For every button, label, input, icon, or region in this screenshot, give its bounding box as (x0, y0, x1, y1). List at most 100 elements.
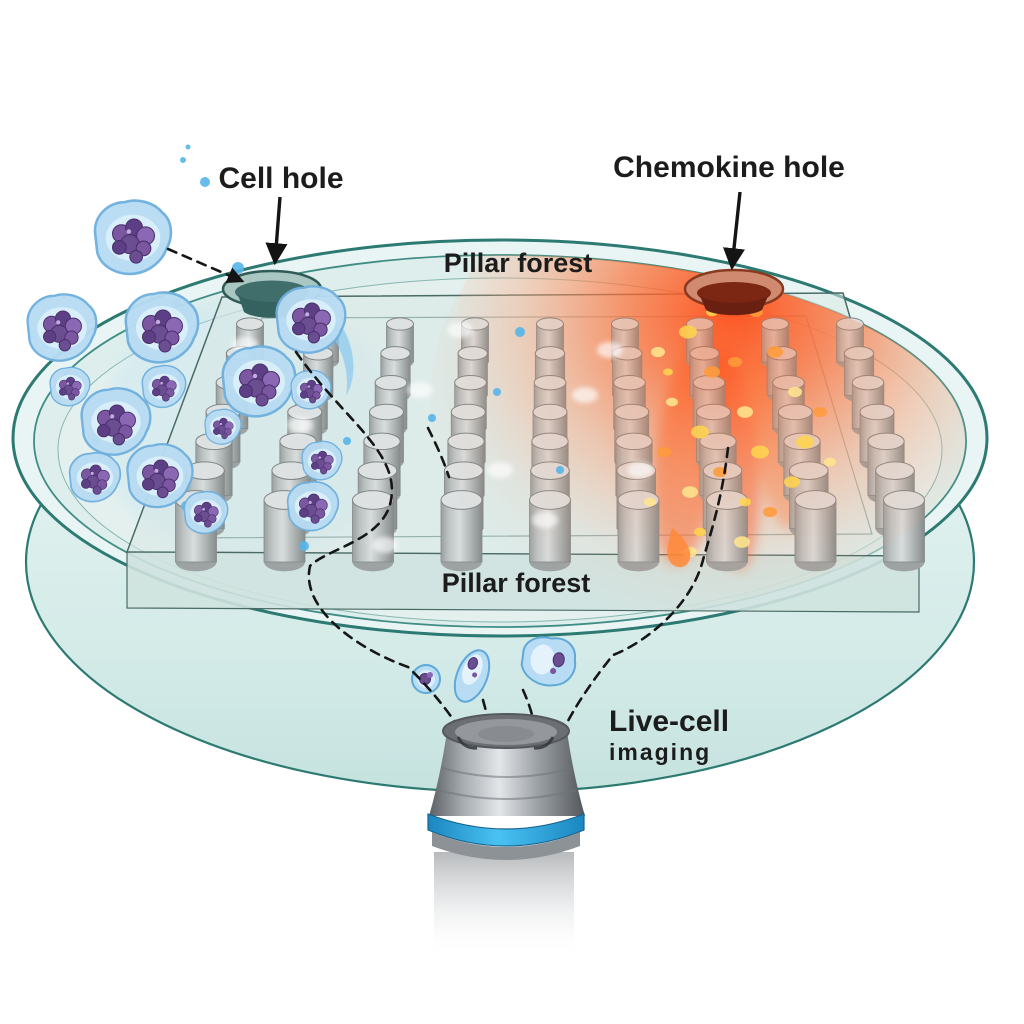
nucleus-highlight (90, 471, 94, 475)
cell-nucleus (221, 432, 228, 440)
nucleus-highlight (219, 422, 223, 426)
objective-top-mark (533, 736, 555, 750)
pillar-forest-top-label: Pillar forest (444, 248, 593, 278)
cell-nucleus (310, 514, 320, 524)
sparkle-highlights (232, 322, 653, 553)
pillar-top (357, 461, 398, 480)
droplet (185, 144, 191, 150)
cell-nucleus (255, 393, 269, 407)
cell-nucleus (161, 393, 170, 402)
chemokine-speck (824, 457, 836, 467)
cell (68, 451, 122, 503)
objective-top-mark (456, 736, 478, 750)
trajectory-left (294, 350, 466, 738)
cell-nucleus (141, 478, 155, 491)
chemokine-speck (813, 406, 827, 418)
chemokine-speck (734, 536, 750, 548)
cell-nucleus (291, 322, 306, 336)
imaged-cell (411, 664, 441, 694)
droplet (515, 327, 525, 337)
cell (26, 293, 98, 362)
cell-nucleus (96, 424, 111, 438)
chemokine-speck (737, 406, 753, 418)
trajectory-dashes (166, 247, 730, 743)
nucleus-highlight (56, 320, 61, 325)
cells-group (26, 199, 347, 535)
chemokine-speck (691, 425, 709, 439)
cell-nucleus (320, 467, 328, 475)
objective-base (432, 832, 580, 860)
chemokine-speck (682, 486, 698, 498)
pillar-top (386, 317, 414, 331)
chemokine-speck (784, 476, 800, 488)
cell-nucleus (151, 388, 161, 397)
nucleus-highlight (160, 381, 163, 385)
droplet (428, 414, 436, 422)
objective-groove (437, 789, 577, 800)
nucleus-highlight (66, 382, 70, 385)
cell-nucleus (299, 508, 309, 518)
pillar-top (236, 317, 264, 331)
droplet (200, 177, 210, 187)
droplet (299, 541, 309, 551)
chemokine-speck (657, 446, 671, 458)
imaging-label: imaging (609, 739, 711, 765)
cell-nucleus (239, 384, 253, 398)
nucleus-highlight (154, 468, 159, 473)
cell-nucleus (309, 396, 317, 404)
cell-nucleus (112, 240, 127, 255)
live-cell-label: Live-cell (609, 705, 729, 738)
cell-nucleus (213, 428, 220, 435)
nucleus-highlight (318, 456, 322, 459)
chemokine-speck (751, 445, 769, 459)
cell (141, 364, 187, 409)
cell (286, 480, 340, 532)
nucleus-highlight (305, 312, 310, 317)
chemokine-speck (666, 397, 678, 407)
cell (93, 199, 173, 276)
cell-nucleus (112, 433, 126, 446)
nucleus-highlight (252, 373, 258, 379)
cell-nucleus (81, 479, 91, 489)
chemokine-speck (767, 346, 783, 358)
cell-nucleus (158, 339, 172, 353)
cell-nucleus (68, 393, 76, 401)
objective-reflection (434, 852, 574, 957)
pillar-top (369, 403, 404, 421)
cell-nucleus (193, 514, 203, 523)
pillar-forest-front-label: Pillar forest (442, 568, 591, 598)
cell (290, 369, 332, 410)
chemokine-speck (796, 435, 814, 449)
chemokine-speck (763, 506, 777, 518)
cell-nucleus (299, 391, 308, 399)
chemokine-drip (667, 528, 691, 568)
nucleus-highlight (307, 385, 311, 388)
pillar-top (352, 490, 394, 510)
sparkle (572, 387, 598, 403)
cell-nucleus (307, 331, 321, 344)
imaged-cells (411, 636, 577, 703)
chemokine-speck (679, 325, 697, 339)
cell-nucleus (310, 462, 319, 470)
trajectory-right (558, 446, 730, 740)
cell (124, 291, 200, 364)
cell-hole-label: Cell hole (218, 162, 343, 195)
pillar (263, 490, 306, 572)
trajectory-mid-short (426, 426, 451, 479)
sparkle (532, 512, 558, 528)
cell (126, 443, 194, 509)
chemokine-speck (704, 366, 720, 378)
cell-nucleus (203, 519, 212, 528)
pillar-top (363, 432, 401, 451)
chemokine-speck (651, 346, 665, 358)
droplet (493, 388, 501, 396)
cell (301, 440, 343, 481)
cell (221, 345, 297, 418)
cell-nucleus (156, 486, 169, 499)
pillar-top (374, 374, 408, 391)
chemokine-speck (788, 386, 802, 398)
cell-to-hole-arrow (166, 247, 245, 284)
chemokine-speck (713, 466, 727, 478)
cell-nucleus (42, 330, 57, 344)
